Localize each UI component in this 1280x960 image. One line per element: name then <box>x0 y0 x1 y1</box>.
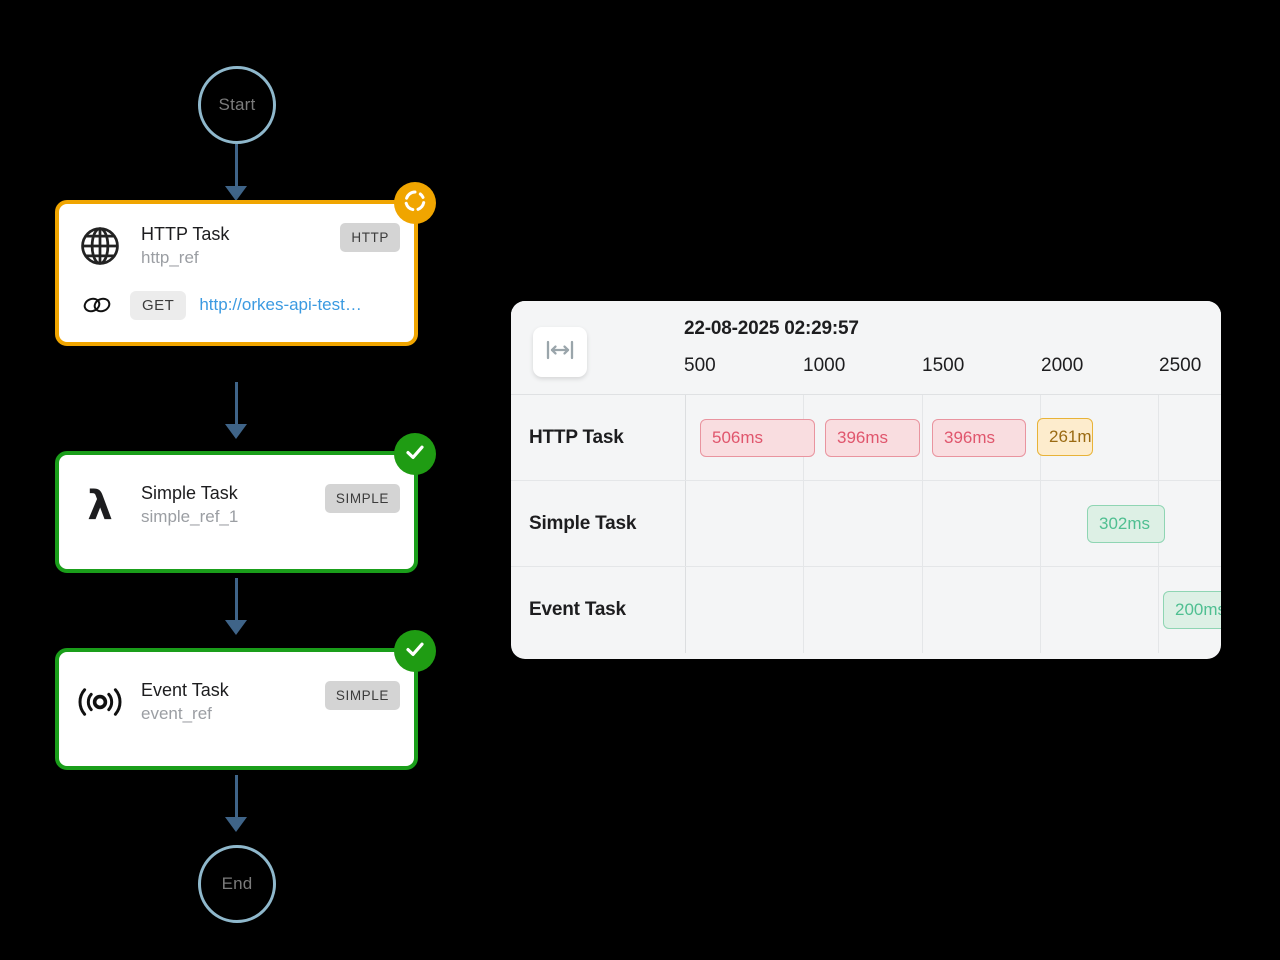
globe-icon <box>77 223 123 269</box>
connector-start-to-http <box>235 144 238 194</box>
task-type-badge: SIMPLE <box>324 681 400 710</box>
timeline-panel: 22-08-2025 02:29:57 500 1000 1500 2000 2… <box>511 301 1221 659</box>
task-node-header: Event Task event_ref SIMPLE <box>59 652 414 740</box>
task-node-ref: event_ref <box>141 704 212 724</box>
status-badge-completed <box>394 433 436 475</box>
start-node-label: Start <box>218 95 256 114</box>
grid-line <box>803 567 804 653</box>
task-node-http-details: GET http://orkes-api-test… <box>59 286 414 342</box>
connector-http-to-simple <box>235 382 238 430</box>
grid-line <box>922 481 923 566</box>
status-badge-completed <box>394 630 436 672</box>
task-node-http-task[interactable]: HTTP Task http_ref HTTP GET http://orkes… <box>55 182 436 346</box>
grid-line <box>922 395 923 480</box>
end-node[interactable]: End <box>198 845 276 923</box>
status-badge-running <box>394 182 436 224</box>
grid-line <box>1158 567 1159 653</box>
timeline-row-http-task[interactable]: HTTP Task 506ms 396ms 396ms 261ms <box>511 395 1221 481</box>
spinner-icon <box>402 188 428 219</box>
timeline-header: 22-08-2025 02:29:57 500 1000 1500 2000 2… <box>511 301 1221 395</box>
timeline-bar[interactable]: 506ms <box>700 419 815 457</box>
timeline-bar[interactable]: 396ms <box>932 419 1026 457</box>
check-icon <box>403 440 427 469</box>
connector-simple-to-event <box>235 578 238 626</box>
arrowhead-event-to-end <box>225 817 247 832</box>
grid-line <box>803 481 804 566</box>
timeline-bar[interactable]: 261ms <box>1037 418 1093 456</box>
connector-event-to-end <box>235 775 238 823</box>
workflow-diagram: Start HTTP Task http <box>0 0 470 960</box>
timeline-row-label: Simple Task <box>529 512 637 534</box>
task-node-text: Event Task event_ref <box>141 678 307 726</box>
grid-line <box>1040 567 1041 653</box>
check-icon <box>403 637 427 666</box>
fit-width-icon <box>545 339 575 366</box>
task-type-badge: HTTP <box>340 223 400 252</box>
task-type-badge: SIMPLE <box>324 484 400 513</box>
timeline-row-simple-task[interactable]: Simple Task 302ms <box>511 481 1221 567</box>
task-node-text: HTTP Task http_ref <box>141 222 322 270</box>
svg-text:λ: λ <box>87 483 112 527</box>
broadcast-icon <box>77 679 123 725</box>
task-node-ref: http_ref <box>141 248 199 268</box>
task-node-simple-task[interactable]: λ Simple Task simple_ref_1 SIMPLE <box>55 433 436 573</box>
timeline-row-event-task[interactable]: Event Task 200ms <box>511 567 1221 653</box>
timeline-bar[interactable]: 396ms <box>825 419 920 457</box>
timeline-row-label: HTTP Task <box>529 426 624 448</box>
lambda-icon: λ <box>77 482 123 528</box>
axis-tick: 500 <box>684 355 716 376</box>
axis-tick: 2500 <box>1159 355 1202 376</box>
axis-tick: 2000 <box>1041 355 1084 376</box>
row-divider <box>685 481 686 566</box>
arrowhead-start-to-http <box>225 186 247 201</box>
task-node-text: Simple Task simple_ref_1 <box>141 481 307 529</box>
grid-line <box>1158 395 1159 480</box>
task-node-name: HTTP Task <box>141 223 230 244</box>
http-method-badge: GET <box>130 290 187 320</box>
chain-link-icon <box>77 290 117 320</box>
arrowhead-http-to-simple <box>225 424 247 439</box>
arrowhead-simple-to-event <box>225 620 247 635</box>
task-node-name: Simple Task <box>141 483 238 503</box>
timeline-date-label: 22-08-2025 02:29:57 <box>684 318 859 339</box>
end-node-label: End <box>221 874 253 893</box>
axis-tick: 1000 <box>803 355 846 376</box>
timeline-row-label: Event Task <box>529 599 626 620</box>
task-node-header: λ Simple Task simple_ref_1 SIMPLE <box>59 455 414 543</box>
start-node[interactable]: Start <box>198 66 276 144</box>
grid-line <box>922 567 923 653</box>
task-node-name: Event Task <box>141 680 229 700</box>
http-url-link[interactable]: http://orkes-api-test… <box>199 295 362 314</box>
axis-tick: 1500 <box>922 355 965 376</box>
task-node-header: HTTP Task http_ref HTTP <box>59 204 414 286</box>
timeline-bar[interactable]: 302ms <box>1087 505 1165 543</box>
timeline-bar[interactable]: 200ms <box>1163 591 1221 629</box>
task-node-event-task[interactable]: Event Task event_ref SIMPLE <box>55 630 436 770</box>
timeline-axis-ticks: 500 1000 1500 2000 2500 <box>511 355 1221 395</box>
fit-width-button[interactable] <box>533 327 587 377</box>
row-divider <box>685 395 686 480</box>
timeline-body: HTTP Task 506ms 396ms 396ms 261ms Simple… <box>511 395 1221 659</box>
task-node-ref: simple_ref_1 <box>141 507 239 527</box>
grid-line <box>1040 481 1041 566</box>
row-divider <box>685 567 686 653</box>
